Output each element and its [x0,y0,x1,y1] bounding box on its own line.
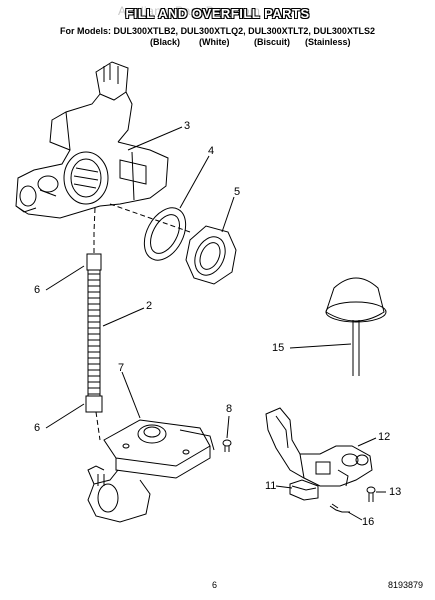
fill-valve-part [87,419,215,523]
page-title: FILL AND OVERFILL PARTS [125,6,310,21]
assembly-guide-lines [93,203,191,441]
models-line: For Models: DUL300XTLB2, DUL300XTLQ2, DU… [60,26,375,36]
switch-part-11 [289,479,319,501]
page-number: 6 [212,580,218,590]
color-label-biscuit: (Biscuit) [254,37,290,47]
color-label-white: (White) [199,37,230,47]
callout-4: 4 [208,145,215,157]
color-label-black: (Black) [150,37,181,47]
nut-part [185,225,237,285]
callout-12: 12 [378,431,391,443]
float-part [325,277,387,376]
fill-hose-part [85,253,103,413]
callout-7: 7 [118,362,125,374]
callout-3: 3 [184,120,191,132]
overfill-switch-bracket-part [265,407,373,487]
callout-6-lower: 6 [34,422,41,434]
gasket-ring-part [143,207,187,261]
document-number: 8193879 [388,580,424,590]
callout-11: 11 [265,480,277,492]
color-label-stainless: (Stainless) [305,37,351,47]
callout-8: 8 [226,403,233,415]
callout-13: 13 [389,486,402,498]
clip-part-16 [329,503,350,513]
fill-funnel-part [15,61,169,219]
callout-6-upper: 6 [34,284,41,296]
watermark: AppliancePartsPros.com [118,4,261,18]
callout-5: 5 [234,186,241,198]
screw-part-8 [222,439,232,452]
screw-part-13 [366,486,376,502]
callout-2: 2 [146,300,153,312]
callout-15: 15 [272,342,285,354]
callout-16: 16 [362,516,375,528]
leader-lines [45,126,386,521]
